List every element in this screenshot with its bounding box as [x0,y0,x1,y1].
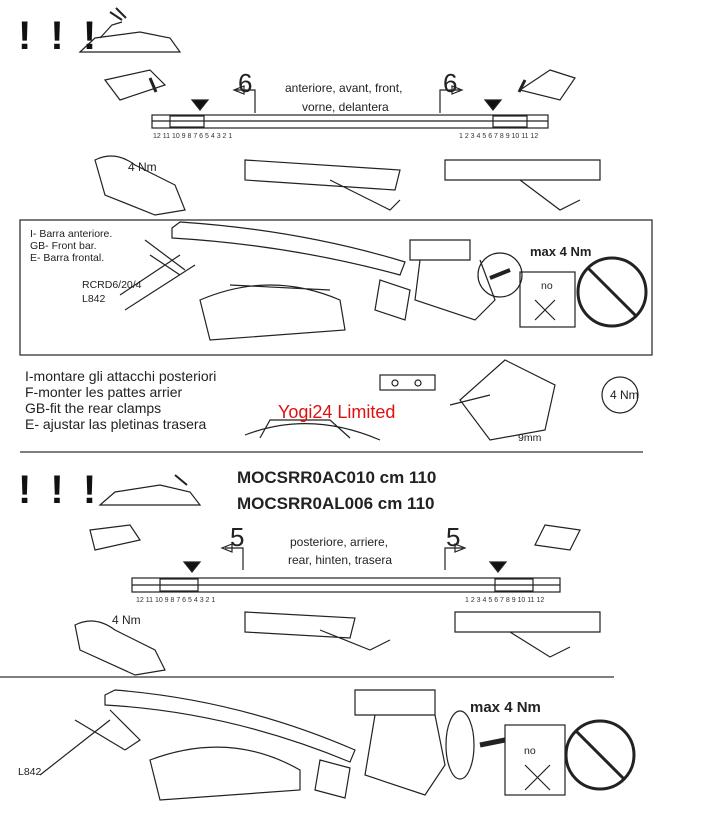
rear-no-label: no [524,745,536,757]
front-bar-assembly [119,221,648,341]
part-code: RCRD6/20/4 [82,279,142,291]
dimension-label: 9mm [518,432,542,444]
rear-ruler-left-ticks: 12 11 10 9 8 7 6 5 4 3 2 1 [136,597,216,604]
bar-label-gb: GB- Front bar. [30,240,97,252]
rear-clamp-instruction-it: I-montare gli attacchi posteriori [25,368,217,384]
direction-label-2: vorne, delantera [302,100,389,114]
rear-position-number-left: 5 [230,522,245,552]
car-roof-icon-2 [98,474,202,506]
warning-marks-2: ! ! ! [18,468,101,512]
clamp-sketch [94,69,601,216]
rear-clamp-instruction-gb: GB-fit the rear clamps [25,400,162,416]
rear-clamp-instruction-fr: F-monter les pattes arrier [25,384,183,400]
rear-clamp-sketch [244,359,639,441]
rear-clamp-instruction-es: E- ajustar las pletinas trasera [25,416,207,432]
position-number-left: 6 [238,68,253,98]
torque-label: 4 Nm [128,160,157,174]
rear-direction-label: posteriore, arriere, [290,535,389,549]
bar-label-es: E- Barra frontal. [30,252,105,264]
warning-marks: ! ! ! [18,14,101,58]
rear-clamp-tightening [74,611,601,676]
rear-max-torque-label: max 4 Nm [470,699,541,716]
car-roof-icon [78,7,182,53]
ruler-right-ticks: 1 2 3 4 5 6 7 8 9 10 11 12 [459,133,539,140]
rear-torque-hand-label: 4 Nm [112,613,141,627]
model-code-2: MOCSRR0AL006 cm 110 [237,494,435,513]
rear-ruler [89,524,581,593]
model-code-1: MOCSRR0AC010 cm 110 [237,468,437,487]
rear-bar-assembly [39,689,636,801]
direction-label: anteriore, avant, front, [285,81,403,95]
front-ruler [151,85,549,129]
rear-part-code: L842 [18,766,42,778]
part-code-2: L842 [82,293,106,305]
rear-direction-label-2: rear, hinten, trasera [288,553,393,567]
max-torque-label: max 4 Nm [530,244,592,259]
rear-ruler-right-ticks: 1 2 3 4 5 6 7 8 9 10 11 12 [465,597,545,604]
watermark: Yogi24 Limited [278,402,396,422]
no-label: no [541,280,553,292]
position-number-right: 6 [443,68,458,98]
rear-position-number-right: 5 [446,522,461,552]
front-bar-panel [19,219,653,356]
bar-label-it: I- Barra anteriore. [30,228,113,240]
ruler-left-ticks: 12 11 10 9 8 7 6 5 4 3 2 1 [153,133,233,140]
rear-torque-label: 4 Nm [610,388,639,402]
